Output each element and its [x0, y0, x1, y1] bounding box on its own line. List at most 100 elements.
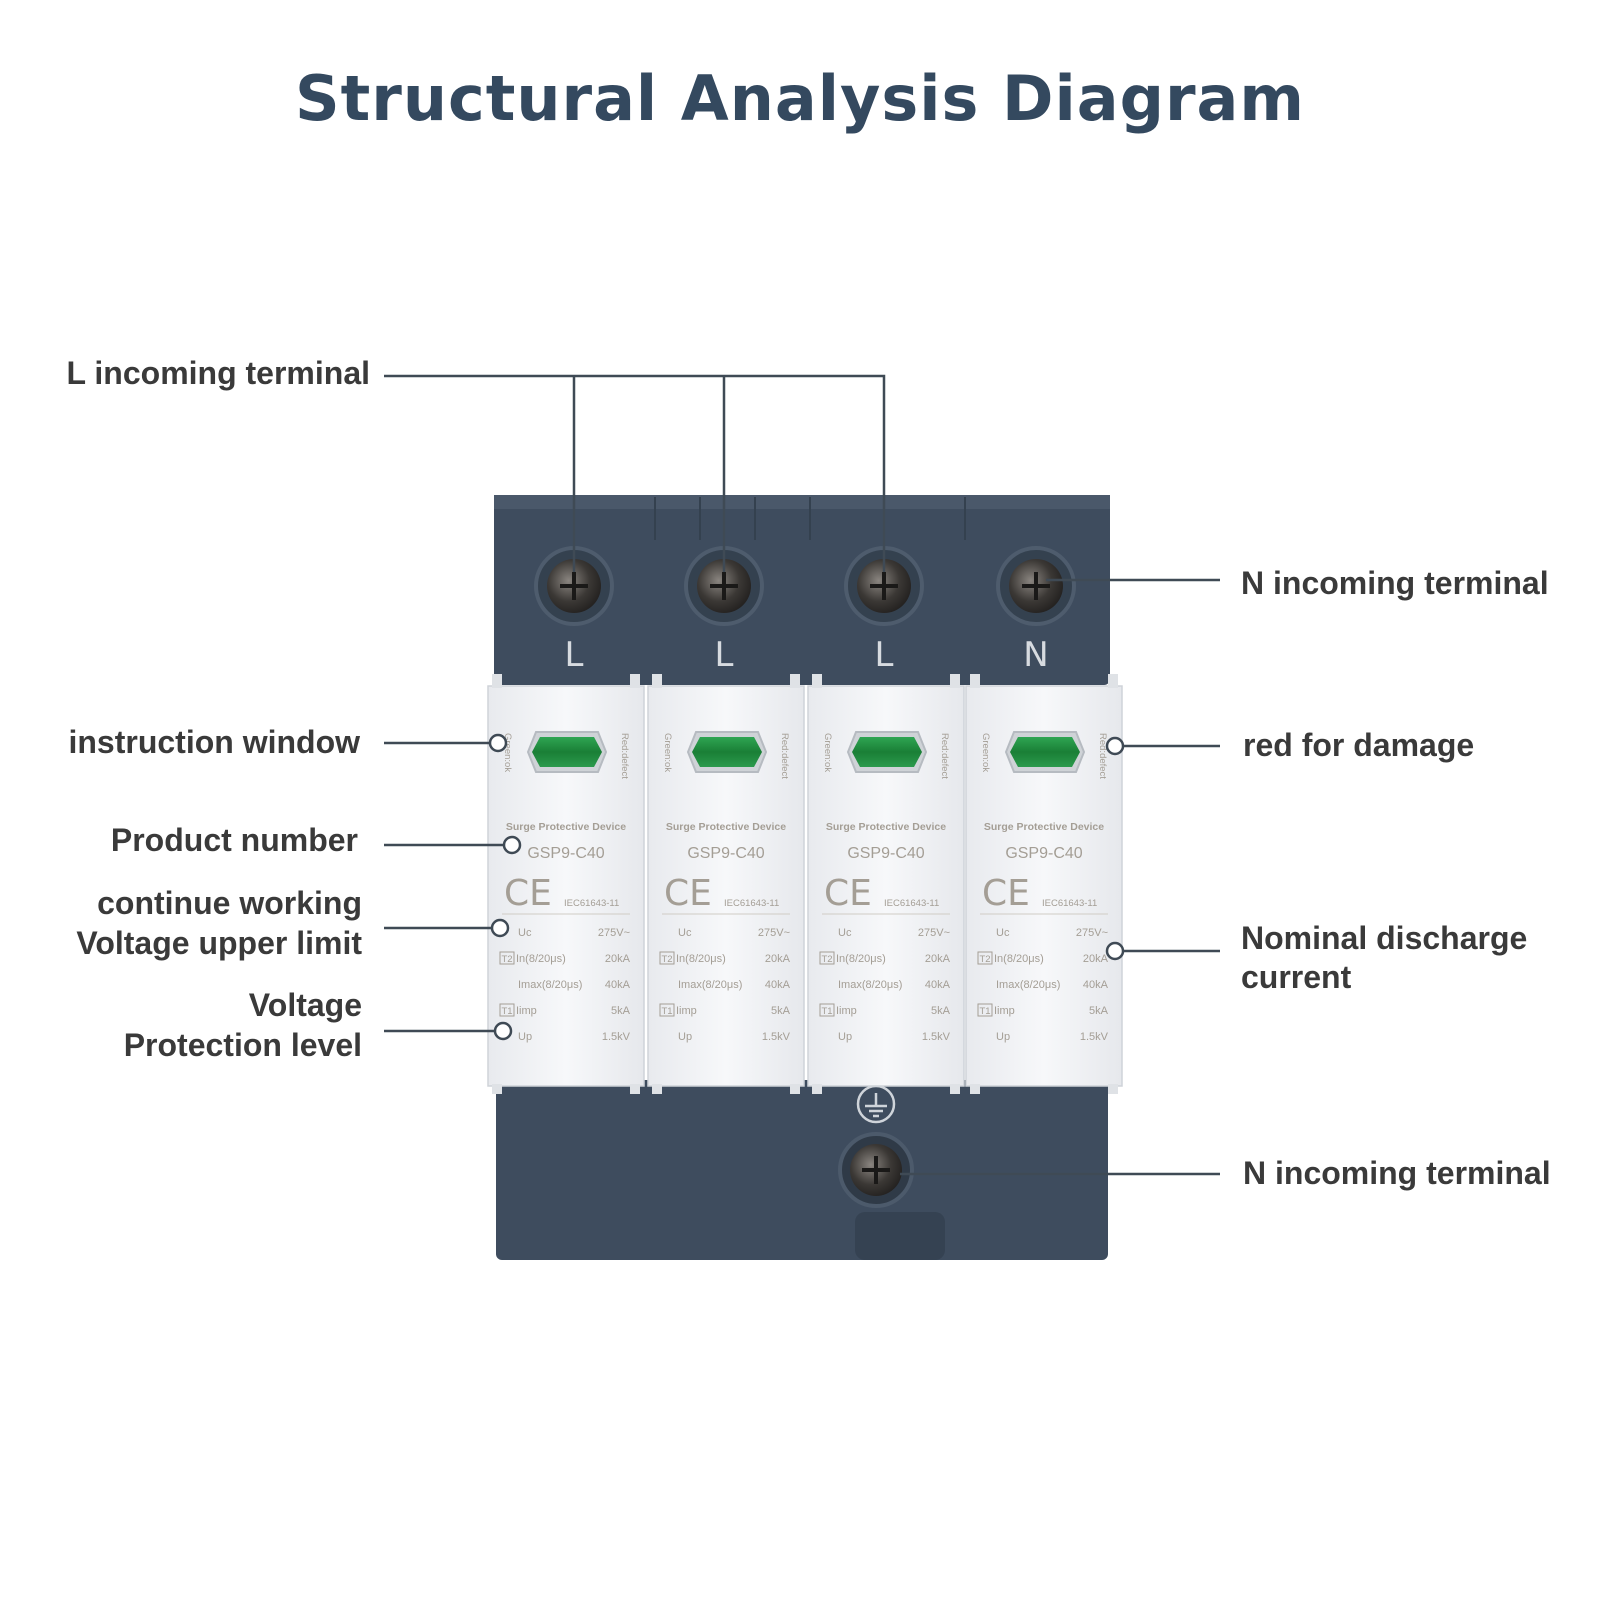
n-incoming-terminal-bottom-label: N incoming terminal: [1243, 1155, 1551, 1191]
spec-value: 20kA: [605, 953, 631, 965]
ce-mark-icon: CE: [664, 873, 712, 914]
spec-name: Uc: [518, 927, 532, 939]
spec-name: Imax(8/20μs): [518, 979, 582, 991]
instruction-window-marker: [488, 733, 508, 753]
spec-name: Uc: [678, 927, 692, 939]
terminal-letter: L: [565, 635, 584, 675]
housing-ridges: [654, 497, 966, 540]
standard-label: IEC61643-11: [724, 898, 779, 909]
standard-label: IEC61643-11: [564, 898, 619, 909]
device-type-label: Surge Protective Device: [506, 821, 626, 833]
spec-name: Iimp: [516, 1005, 537, 1017]
n-incoming-terminal-top-label: N incoming terminal: [1241, 565, 1549, 601]
continuous-voltage-label-line2: Voltage upper limit: [76, 925, 362, 961]
spec-name: Uc: [838, 927, 852, 939]
spec-value: 5kA: [1089, 1005, 1109, 1017]
spec-value: 5kA: [931, 1005, 951, 1017]
spec-name: Up: [996, 1031, 1010, 1043]
instruction-window-label: instruction window: [68, 724, 360, 760]
spec-value: 20kA: [1083, 953, 1109, 965]
spec-name: Imax(8/20μs): [996, 979, 1060, 991]
model-number: GSP9-C40: [847, 845, 924, 862]
page-title: Structural Analysis Diagram: [294, 62, 1305, 135]
terminal-letter: N: [1023, 635, 1048, 675]
spec-name: Up: [518, 1031, 532, 1043]
continuous-voltage-label-line1: continue working: [97, 885, 362, 921]
spec-name: Uc: [996, 927, 1010, 939]
class-badge: T1: [979, 1006, 990, 1017]
red-defect-label: Red:defect: [1097, 733, 1108, 779]
spec-value: 5kA: [771, 1005, 791, 1017]
class-badge: T2: [821, 954, 832, 965]
red-defect-label: Red:defect: [939, 733, 950, 779]
terminal-letter: L: [715, 635, 734, 675]
red-defect-label: Red:defect: [619, 733, 630, 779]
model-number: GSP9-C40: [687, 845, 764, 862]
device-type-label: Surge Protective Device: [984, 821, 1104, 833]
spec-value: 1.5kV: [1080, 1031, 1109, 1043]
spec-name: In(8/20μs): [836, 953, 886, 965]
standard-label: IEC61643-11: [1042, 898, 1097, 909]
red-for-damage-label: red for damage: [1243, 727, 1474, 763]
class-badge: T1: [661, 1006, 672, 1017]
class-badge: T2: [979, 954, 990, 965]
l-incoming-terminal-label: L incoming terminal: [67, 355, 370, 391]
terminal-letter: L: [875, 635, 894, 675]
spec-value: 20kA: [925, 953, 951, 965]
voltage-protection-marker: [493, 1021, 513, 1041]
ce-mark-icon: CE: [824, 873, 872, 914]
screw-icon: [862, 1156, 890, 1184]
spec-value: 5kA: [611, 1005, 631, 1017]
model-number: GSP9-C40: [527, 845, 604, 862]
green-ok-label: Green:ok: [980, 733, 991, 772]
spec-name: Iimp: [994, 1005, 1015, 1017]
screw-icon: [870, 572, 898, 600]
callout-labels: L incoming terminal N incoming terminal …: [67, 355, 1551, 1191]
screw-icon: [1022, 572, 1050, 600]
screw-icon: [560, 572, 588, 600]
nominal-discharge-label-line2: current: [1241, 959, 1352, 995]
terminal-2: L: [684, 546, 764, 675]
leader-lines: [384, 374, 1220, 1176]
spec-value: 20kA: [765, 953, 791, 965]
product-number-label: Product number: [111, 822, 358, 858]
spec-name: Up: [678, 1031, 692, 1043]
screw-icon: [710, 572, 738, 600]
spec-value: 1.5kV: [922, 1031, 951, 1043]
spec-value: 1.5kV: [602, 1031, 631, 1043]
class-badge: T1: [821, 1006, 832, 1017]
continuous-voltage-marker: [490, 918, 510, 938]
spec-name: In(8/20μs): [994, 953, 1044, 965]
standard-label: IEC61643-11: [884, 898, 939, 909]
ce-mark-icon: CE: [504, 873, 552, 914]
class-badge: T2: [501, 954, 512, 965]
spec-value: 275V~: [918, 927, 950, 939]
spec-value: 40kA: [925, 979, 951, 991]
spec-name: Imax(8/20μs): [678, 979, 742, 991]
spec-value: 40kA: [1083, 979, 1109, 991]
model-number: GSP9-C40: [1005, 845, 1082, 862]
product-number-marker: [502, 835, 522, 855]
spec-value: 275V~: [1076, 927, 1108, 939]
green-ok-label: Green:ok: [502, 733, 513, 772]
spec-name: In(8/20μs): [516, 953, 566, 965]
spec-value: 275V~: [758, 927, 790, 939]
nominal-discharge-label-line1: Nominal discharge: [1241, 920, 1527, 956]
lower-housing: [496, 1080, 1108, 1260]
spec-name: In(8/20μs): [676, 953, 726, 965]
spec-name: Iimp: [676, 1005, 697, 1017]
spec-value: 40kA: [605, 979, 631, 991]
green-ok-label: Green:ok: [662, 733, 673, 772]
class-badge: T1: [501, 1006, 512, 1017]
spec-value: 1.5kV: [762, 1031, 791, 1043]
ground-terminal: [838, 1132, 914, 1208]
l-incoming-leader: [384, 374, 886, 572]
nominal-discharge-marker: [1105, 941, 1125, 961]
